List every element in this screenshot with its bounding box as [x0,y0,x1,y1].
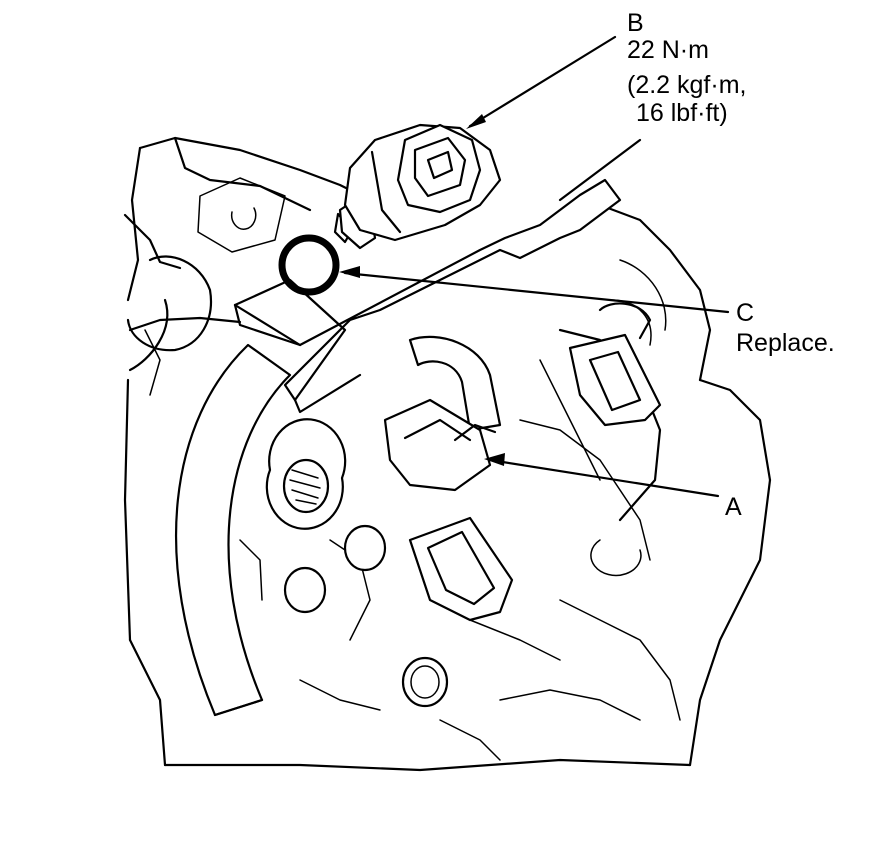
label-b-torque-nm: 22 N·m [627,36,709,64]
right-connector [568,302,662,427]
o-ring-c [278,234,340,296]
label-c-letter: C [736,299,755,327]
leader-c [343,271,730,314]
leader-a [488,458,720,498]
arrowhead-b [466,114,486,129]
pressure-switch-b [333,123,502,250]
connector-bracket [408,516,514,622]
label-a-letter: A [725,493,742,521]
leader-b [468,35,617,128]
bracket-plate [233,138,642,414]
arrowhead-a [484,453,505,466]
arrowhead-c [339,266,360,278]
engine-block [123,136,772,772]
label-b-torque-kgf: (2.2 kgf·m, [627,71,747,99]
leader-lines [339,35,730,498]
label-b-torque-lbf: 16 lbf·ft) [636,99,728,127]
label-c-instruction: Replace. [736,329,835,357]
fitting-a [383,335,502,492]
curved-hose [175,343,292,717]
threaded-bolt-hole [265,418,449,708]
label-b-letter: B [627,9,644,37]
